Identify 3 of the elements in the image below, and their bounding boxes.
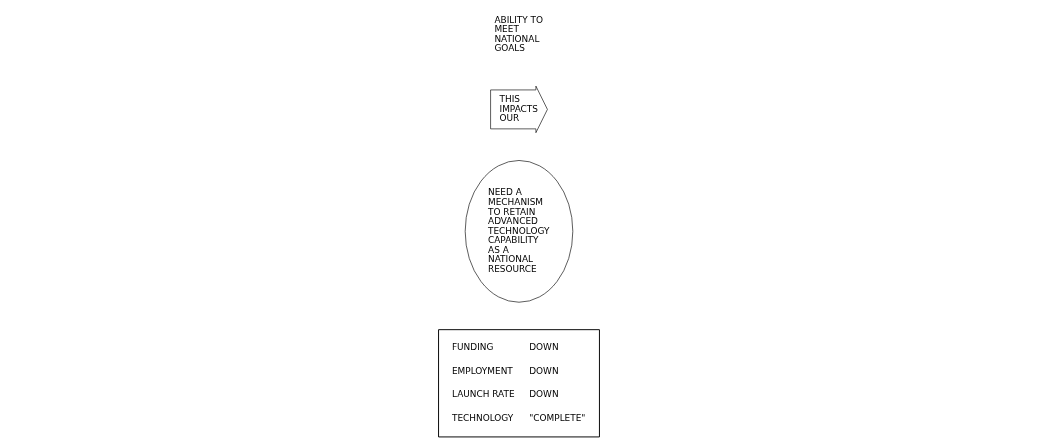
node-ellipse: NEED A MECHANISM TO RETAIN ADVANCED TECHNOLOGY CAPABILITY AS A NATIONAL RESOURCE (464, 160, 574, 303)
node-text: ABILITY TO MEET NATIONAL GOALS (494, 14, 544, 54)
node-box: FUNDING DOWN EMPLOYMENT DOWN LAUNCH RATE DOWN TECHNOLOGY "COMPLETE" (438, 329, 600, 438)
